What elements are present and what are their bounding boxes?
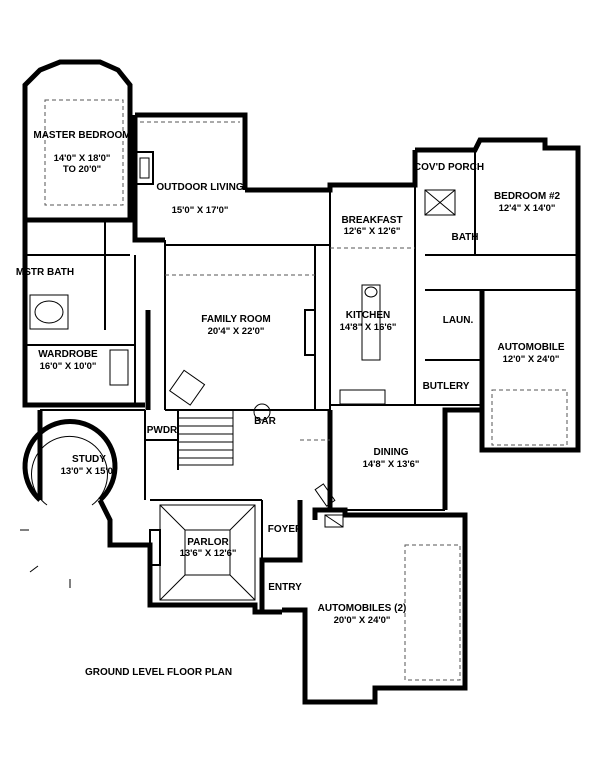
svg-text:LAUN.: LAUN. (443, 315, 474, 326)
svg-text:14'0" X 18'0": 14'0" X 18'0" (54, 153, 111, 164)
svg-text:13'0" X 15'0": 13'0" X 15'0" (61, 466, 118, 477)
svg-text:BUTLERY: BUTLERY (423, 381, 470, 392)
room-label-outdoor-living: OUTDOOR LIVING 15'0" X 17'0" (156, 182, 243, 216)
svg-text:MASTER BEDROOM: MASTER BEDROOM (33, 130, 130, 141)
svg-text:WARDROBE: WARDROBE (38, 349, 98, 360)
svg-text:COV'D PORCH: COV'D PORCH (414, 162, 484, 173)
room-label-bath: BATH (451, 232, 478, 243)
interior-walls (25, 150, 578, 560)
svg-text:AUTOMOBILES (2): AUTOMOBILES (2) (318, 603, 407, 614)
svg-text:PARLOR: PARLOR (187, 537, 229, 548)
room-label-bedroom-2: BEDROOM #2 12'4" X 14'0" (494, 191, 561, 214)
svg-text:FOYER: FOYER (268, 524, 303, 535)
svg-text:20'0" X 24'0": 20'0" X 24'0" (334, 615, 391, 626)
svg-text:KITCHEN: KITCHEN (346, 310, 390, 321)
svg-text:ENTRY: ENTRY (268, 582, 302, 593)
parlor-ceiling (159, 504, 256, 601)
svg-text:DINING: DINING (374, 447, 409, 458)
svg-text:TO 20'0": TO 20'0" (63, 164, 101, 175)
room-label-laundry: LAUN. (443, 315, 474, 326)
room-label-pwdr: PWDR (147, 425, 178, 436)
room-label-mstr-bath: MSTR BATH (16, 267, 74, 278)
svg-text:14'8" X 16'6": 14'8" X 16'6" (340, 322, 397, 333)
svg-text:BATH: BATH (451, 232, 478, 243)
svg-text:12'4" X 14'0": 12'4" X 14'0" (499, 203, 556, 214)
room-label-master-bedroom: MASTER BEDROOM 14'0" X 18'0" TO 20'0" (33, 130, 130, 175)
svg-text:12'0" X 24'0": 12'0" X 24'0" (503, 354, 560, 365)
room-label-foyer: FOYER (268, 524, 303, 535)
exterior-walls (22, 59, 581, 705)
staircase (177, 409, 234, 466)
room-label-automobiles-2: AUTOMOBILES (2) 20'0" X 24'0" (318, 603, 407, 626)
svg-text:BAR: BAR (254, 416, 276, 427)
room-label-entry: ENTRY (268, 582, 302, 593)
room-label-dining: DINING 14'8" X 13'6" (363, 447, 420, 470)
svg-text:13'6" X 12'6": 13'6" X 12'6" (180, 548, 237, 559)
svg-text:OUTDOOR LIVING: OUTDOOR LIVING (156, 182, 243, 193)
svg-text:12'6" X 12'6": 12'6" X 12'6" (344, 226, 401, 237)
room-label-parlor: PARLOR 13'6" X 12'6" (180, 537, 237, 559)
svg-text:16'0" X 10'0": 16'0" X 10'0" (40, 361, 97, 372)
svg-text:FAMILY ROOM: FAMILY ROOM (201, 314, 270, 325)
room-label-bar: BAR (254, 416, 276, 427)
room-label-breakfast: BREAKFAST 12'6" X 12'6" (341, 215, 402, 237)
room-label-wardrobe: WARDROBE 16'0" X 10'0" (38, 349, 98, 372)
study-tower (20, 419, 118, 588)
room-label-kitchen: KITCHEN 14'8" X 16'6" (340, 310, 397, 333)
room-label-family-room: FAMILY ROOM 20'4" X 22'0" (201, 314, 270, 337)
svg-text:BEDROOM #2: BEDROOM #2 (494, 191, 561, 202)
svg-text:20'4" X 22'0": 20'4" X 22'0" (208, 326, 265, 337)
room-label-study: STUDY 13'0" X 15'0" (61, 454, 118, 477)
svg-text:15'0" X 17'0": 15'0" X 17'0" (172, 205, 229, 216)
room-label-automobile: AUTOMOBILE 12'0" X 24'0" (497, 342, 564, 365)
svg-text:STUDY: STUDY (72, 454, 106, 465)
room-label-butlery: BUTLERY (423, 381, 470, 392)
svg-text:BREAKFAST: BREAKFAST (341, 215, 402, 226)
svg-text:AUTOMOBILE: AUTOMOBILE (497, 342, 564, 353)
svg-text:MSTR BATH: MSTR BATH (16, 267, 74, 278)
svg-text:14'8" X 13'6": 14'8" X 13'6" (363, 459, 420, 470)
fixtures (29, 151, 456, 566)
dashed-outlines (44, 99, 568, 681)
room-label-covd-porch: COV'D PORCH (414, 162, 484, 173)
svg-text:PWDR: PWDR (147, 425, 178, 436)
plan-title: GROUND LEVEL FLOOR PLAN (85, 667, 232, 678)
